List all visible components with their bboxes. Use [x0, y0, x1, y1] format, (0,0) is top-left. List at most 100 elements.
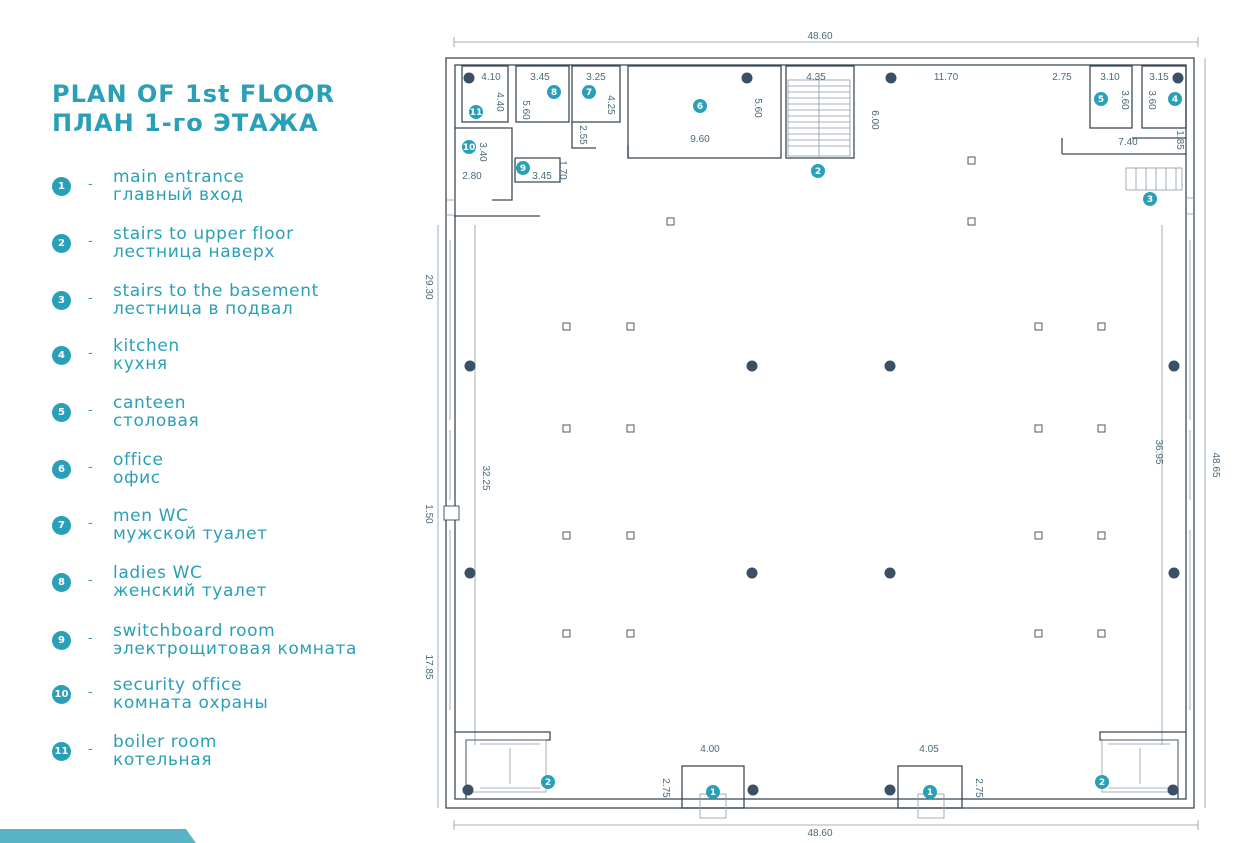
dim-bottom-width: 48.60 — [807, 828, 832, 839]
dim-office-w: 9.60 — [690, 134, 710, 145]
legend-label-ru: кухня — [113, 354, 168, 374]
legend-item-stairs-upper: 2 - stairs to upper floor лестница навер… — [52, 224, 412, 269]
dim-left-upper: 29.30 — [423, 274, 434, 299]
legend-label-en: kitchen — [113, 336, 180, 356]
legend-marker: 8 — [52, 573, 71, 592]
stairs-bottom-left — [455, 731, 551, 799]
legend-item-main-entrance: 1 - main entrance главный вход — [52, 167, 412, 212]
svg-text:9: 9 — [520, 164, 526, 174]
marker-1-left: 1 — [706, 785, 720, 799]
stairs-basement — [1125, 167, 1183, 191]
legend-item-canteen: 5 - canteen столовая — [52, 393, 412, 438]
dim-left-middle: 1.50 — [423, 504, 434, 524]
legend-dash: - — [88, 175, 93, 191]
legend-label-en: boiler room — [113, 732, 218, 752]
title-russian: ПЛАН 1-го ЭТАЖА — [52, 109, 319, 137]
legend-label-ru: офис — [113, 468, 161, 488]
dim-corridor: 11.70 — [934, 72, 959, 83]
legend-label-ru: женский туалет — [113, 581, 268, 601]
marker-7: 7 — [582, 85, 596, 99]
dim-room-11-h: 4.40 — [494, 92, 505, 112]
marker-9: 9 — [516, 161, 530, 175]
legend-marker: 11 — [52, 742, 71, 761]
legend-item-office: 6 - office офис — [52, 450, 412, 495]
legend-dash: - — [88, 571, 93, 587]
dim-room-9-w: 3.45 — [532, 171, 552, 182]
legend-item-stairs-basement: 3 - stairs to the basement лестница в по… — [52, 281, 412, 326]
legend-marker: 2 — [52, 234, 71, 253]
legend-marker: 6 — [52, 460, 71, 479]
windows — [443, 240, 1191, 710]
dim-room-5-h: 3.60 — [1119, 90, 1130, 110]
legend-marker: 7 — [52, 516, 71, 535]
legend-item-boiler: 11 - boiler room котельная — [52, 732, 412, 777]
title-english: PLAN OF 1st FLOOR — [52, 80, 335, 108]
legend-dash: - — [88, 289, 93, 305]
bottom-accent-bar — [0, 829, 196, 843]
marker-5: 5 — [1094, 92, 1108, 106]
dim-top-width: 48.60 — [807, 31, 832, 42]
marker-2-bottom-right: 2 — [1095, 775, 1109, 789]
svg-text:1: 1 — [927, 788, 933, 798]
marker-11: 11 — [469, 105, 483, 119]
legend-label-en: men WC — [113, 506, 189, 526]
legend-marker: 1 — [52, 177, 71, 196]
dim-inner-right: 36.95 — [1153, 439, 1164, 464]
legend-label-en: switchboard room — [113, 621, 276, 641]
dim-kitchen-side: 1.85 — [1174, 130, 1185, 150]
svg-text:1: 1 — [710, 788, 716, 798]
dim-room-10-h: 3.40 — [477, 142, 488, 162]
legend-label-en: main entrance — [113, 167, 245, 187]
dim-inner-left: 32.25 — [480, 465, 491, 490]
room-markers: 11 8 7 6 10 9 2 5 4 3 2 2 1 1 — [462, 85, 1182, 799]
marker-6: 6 — [693, 99, 707, 113]
legend-label-ru: лестница наверх — [113, 242, 275, 262]
svg-text:2: 2 — [815, 167, 821, 177]
columns — [462, 72, 1184, 796]
legend-marker: 5 — [52, 403, 71, 422]
dim-room-10-w: 2.80 — [462, 171, 482, 182]
dim-stairs-top-w: 4.35 — [806, 72, 826, 83]
legend-dash: - — [88, 458, 93, 474]
legend-dash: - — [88, 232, 93, 248]
top-rooms — [454, 65, 1187, 217]
marker-2-bottom-left: 2 — [541, 775, 555, 789]
dim-small-gap: 2.75 — [1052, 72, 1072, 83]
stairs-top — [787, 79, 851, 157]
dim-wc-lobby: 2.55 — [577, 125, 588, 145]
svg-text:4: 4 — [1172, 95, 1178, 105]
legend-label-ru: электрощитовая комната — [113, 639, 357, 659]
legend-dash: - — [88, 401, 93, 417]
legend-marker: 3 — [52, 291, 71, 310]
svg-text:2: 2 — [545, 778, 551, 788]
dim-room-11-w: 4.10 — [481, 72, 501, 83]
legend-marker: 4 — [52, 346, 71, 365]
dim-entrance-right-d: 2.75 — [973, 778, 984, 798]
legend-item-men-wc: 7 - men WC мужской туалет — [52, 506, 412, 551]
legend-dash: - — [88, 629, 93, 645]
stairs-bottom-right — [1099, 731, 1186, 799]
page-title: PLAN OF 1st FLOOR ПЛАН 1-го ЭТАЖА — [52, 80, 335, 138]
legend-label-en: stairs to upper floor — [113, 224, 294, 244]
svg-text:8: 8 — [551, 88, 557, 98]
dim-hall-depth: 6.00 — [869, 110, 880, 130]
legend-item-security: 10 - security office комната охраны — [52, 675, 412, 720]
marker-10: 10 — [462, 140, 476, 154]
dim-room-9-h: 1.70 — [557, 160, 568, 180]
legend-marker: 10 — [52, 685, 71, 704]
dim-room-5-w: 3.10 — [1100, 72, 1120, 83]
marker-1-right: 1 — [923, 785, 937, 799]
dim-room-8-w: 3.45 — [530, 72, 550, 83]
legend-label-ru: столовая — [113, 411, 200, 431]
legend-label-en: canteen — [113, 393, 187, 413]
marker-8: 8 — [547, 85, 561, 99]
legend-dash: - — [88, 683, 93, 699]
outer-walls — [445, 57, 1195, 809]
piers — [562, 156, 1106, 638]
legend-dash: - — [88, 740, 93, 756]
dim-kitchen-block: 7.40 — [1118, 137, 1138, 148]
legend-label-en: office — [113, 450, 164, 470]
dim-entrance-left-d: 2.75 — [660, 778, 671, 798]
dim-room-4-h: 3.60 — [1146, 90, 1157, 110]
